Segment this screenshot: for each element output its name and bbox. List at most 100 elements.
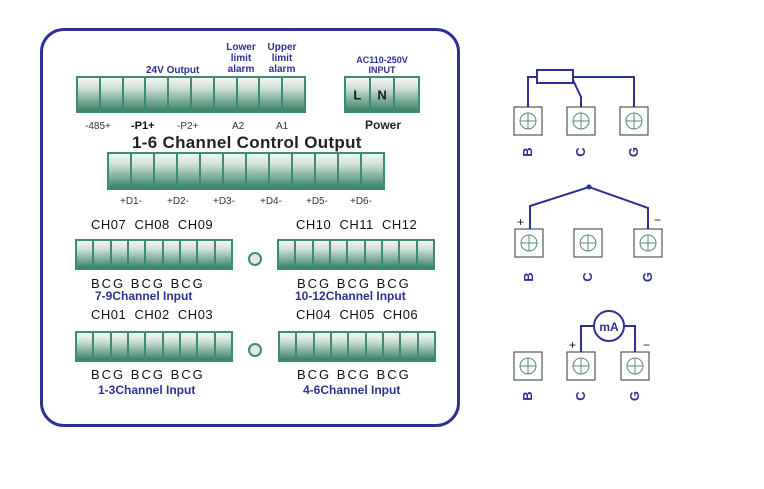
current-wiring-diagram: mA + − B C G [513, 310, 650, 401]
wire [624, 325, 636, 352]
terminal [198, 241, 214, 268]
terminal [123, 78, 145, 111]
terminals-10-12: BCG BCG BCG [297, 276, 411, 291]
screw-terminal-b-icon [513, 351, 543, 381]
input-strip-4-6 [278, 331, 436, 362]
screw-terminal-c-icon [573, 228, 603, 258]
rtd-wiring-diagram: B C G [513, 69, 649, 157]
terminal [94, 333, 110, 360]
label-lower-alarm: Lower limit alarm [226, 42, 256, 75]
screw-terminal-g-icon [620, 351, 650, 381]
screw-terminal-c-icon [566, 106, 596, 136]
terminal-label-a1: A1 [276, 121, 289, 132]
terminal [191, 78, 213, 111]
terminal [366, 333, 382, 360]
wire [529, 185, 649, 229]
control-output-title: 1-6 Channel Control Output [132, 133, 362, 152]
terminal [293, 154, 314, 188]
terminal [100, 78, 122, 111]
terminal [146, 241, 162, 268]
terminal [297, 333, 313, 360]
terminal [128, 333, 145, 360]
terminal [163, 241, 179, 268]
label-24v-output: 24V Output [146, 65, 200, 76]
terminal [401, 333, 417, 360]
screw-terminal-c-icon [566, 351, 596, 381]
resistor-icon [536, 69, 574, 84]
terminal-letter-c: C [573, 147, 588, 157]
terminal-label-d4: +D4- [260, 196, 282, 207]
controller-panel [40, 28, 460, 427]
terminal [178, 154, 199, 188]
terminal [169, 78, 190, 111]
terminal [365, 241, 381, 268]
wire [573, 76, 635, 107]
terminal [128, 241, 145, 268]
terminal [94, 241, 110, 268]
terminal [330, 241, 347, 268]
terminal-label-d6: +D6- [350, 196, 372, 207]
terminal-l: L [346, 78, 369, 111]
power-terminal-strip: L N [344, 76, 420, 113]
ammeter-icon [593, 310, 625, 342]
terminal [111, 241, 127, 268]
minus-sign: − [643, 338, 650, 352]
screw-terminal-b-icon [514, 228, 544, 258]
terminal [77, 333, 93, 360]
terminal [155, 154, 176, 188]
power-header: AC110-250V INPUT [356, 55, 408, 75]
screw-terminal-g-icon [633, 228, 663, 258]
terminal-label-d3: +D3- [213, 196, 235, 207]
terminal [77, 241, 93, 268]
terminal-label-d1: +D1- [120, 196, 142, 207]
terminal [215, 241, 231, 268]
terminal [279, 241, 295, 268]
terminal [132, 154, 153, 188]
terminal [198, 333, 214, 360]
plus-sign: + [517, 215, 524, 229]
terminals-1-3: BCG BCG BCG [91, 367, 205, 382]
screw-terminal-b-icon [513, 106, 543, 136]
terminal [400, 241, 416, 268]
terminal [215, 333, 231, 360]
wire [572, 79, 582, 107]
terminal [109, 154, 130, 188]
label-upper-alarm: Upper limit alarm [267, 42, 297, 75]
channels-10-12: CH10 CH11 CH12 [296, 217, 418, 232]
voltage-wiring-diagram: + − B C G [514, 184, 663, 282]
terminal-blank [395, 78, 419, 111]
wire [527, 76, 537, 107]
terminal [214, 78, 236, 111]
terminal [349, 333, 365, 360]
terminal-letter-c: C [580, 272, 595, 282]
terminal [247, 154, 268, 188]
input-strip-7-9 [75, 239, 233, 270]
input-strip-10-12 [277, 239, 435, 270]
terminal-letter-b: B [520, 391, 535, 400]
terminal [417, 241, 433, 268]
terminal [283, 78, 304, 111]
terminal-letter-c: C [573, 391, 588, 401]
terminal [201, 154, 222, 188]
ammeter-label: mA [599, 320, 619, 334]
terminal [316, 154, 337, 188]
terminal [383, 333, 400, 360]
terminal [224, 154, 245, 188]
indicator-led [248, 343, 262, 357]
input-strip-1-3 [75, 331, 233, 362]
terminal-label-p1: -P1+ [131, 120, 155, 132]
terminal-letter-b: B [520, 147, 535, 156]
terminal [314, 333, 330, 360]
title-7-9: 7-9Channel Input [95, 289, 193, 303]
channels-7-9: CH07 CH08 CH09 [91, 217, 214, 232]
terminal [146, 333, 162, 360]
wire [580, 325, 594, 352]
terminal [280, 333, 296, 360]
power-label: Power [365, 118, 402, 132]
terminal-n: N [370, 78, 394, 111]
terminals-7-9: BCG BCG BCG [91, 276, 205, 291]
terminal-label-d2: +D2- [167, 196, 189, 207]
terminal [382, 241, 399, 268]
terminal-letter-g: G [626, 147, 641, 157]
title-4-6: 4-6Channel Input [303, 383, 401, 397]
